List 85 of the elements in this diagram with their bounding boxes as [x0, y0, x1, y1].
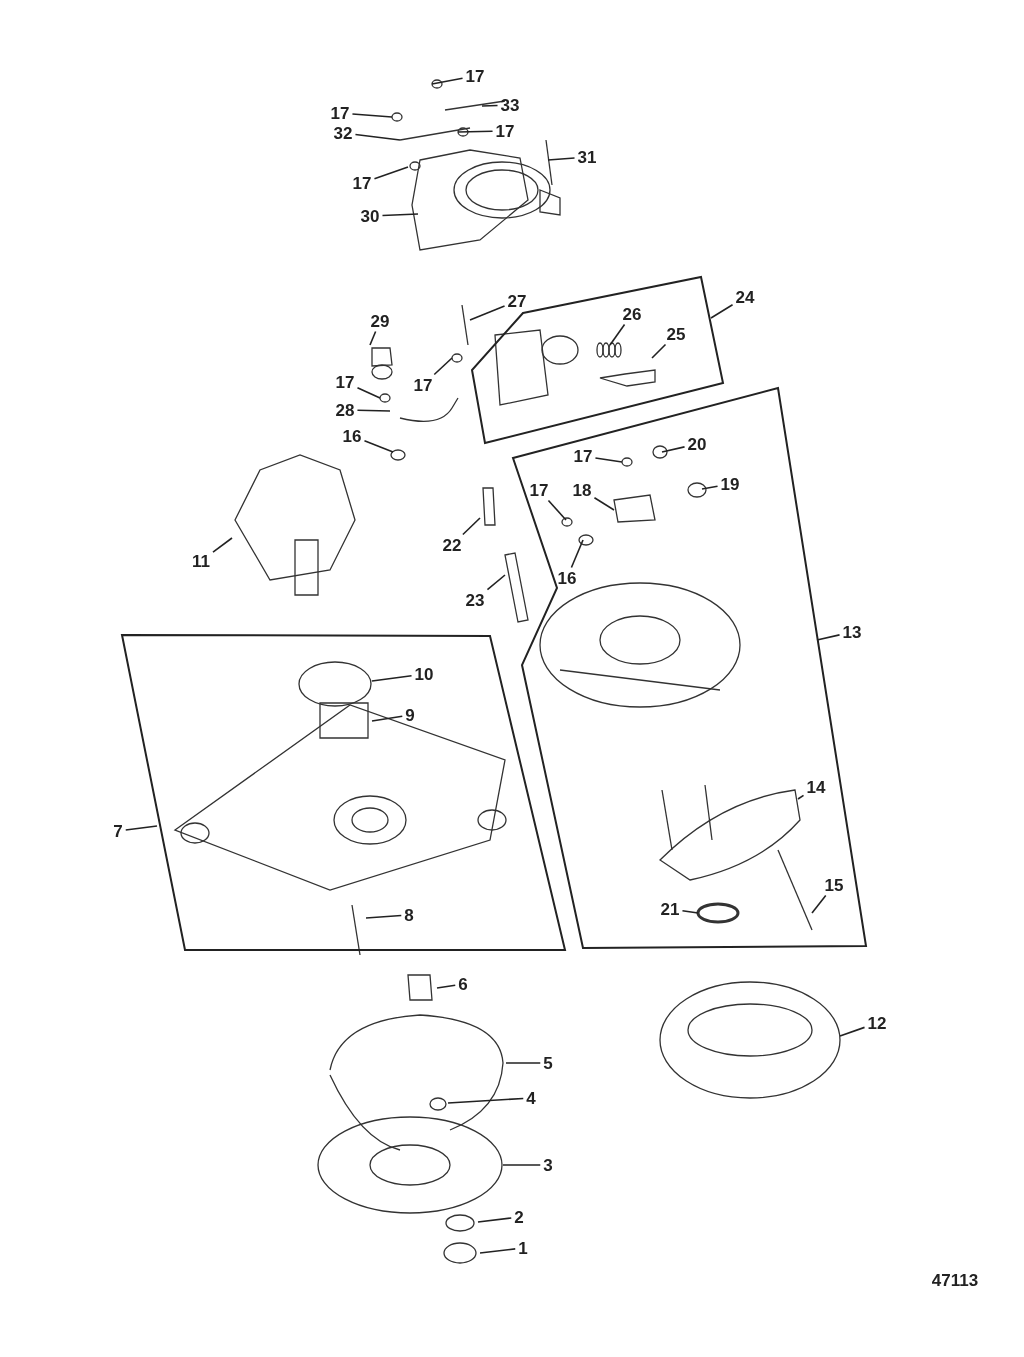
leader-line — [502, 1164, 542, 1166]
callout-number: 7 — [112, 821, 124, 841]
callout-number: 17 — [494, 121, 516, 141]
parts-group-outline — [122, 635, 565, 950]
callout-number: 22 — [441, 535, 463, 555]
callout-number: 29 — [369, 311, 391, 331]
callout-number: 30 — [359, 206, 381, 226]
leader-line — [477, 1217, 513, 1223]
leader-line — [839, 1026, 866, 1037]
callout-number: 27 — [506, 291, 528, 311]
leader-line — [124, 825, 158, 831]
leader-line — [436, 984, 457, 989]
callout-number: 4 — [525, 1088, 537, 1108]
callout-number: 17 — [572, 446, 594, 466]
parts-group-outline — [513, 388, 866, 948]
callout-number: 26 — [621, 304, 643, 324]
callout-number: 11 — [191, 551, 211, 571]
callout-number: 1 — [517, 1238, 529, 1258]
leader-line — [710, 303, 734, 319]
leader-line — [701, 485, 719, 490]
leader-line — [505, 1062, 542, 1064]
callout-number: 14 — [805, 777, 827, 797]
callout-number: 17 — [464, 66, 486, 86]
callout-number: 17 — [334, 372, 356, 392]
leader-line — [356, 409, 391, 412]
leader-line — [609, 323, 626, 346]
callout-number: 23 — [464, 590, 486, 610]
leader-line — [651, 343, 667, 359]
callout-number: 33 — [499, 95, 521, 115]
callout-number: 32 — [332, 123, 354, 143]
callout-number: 18 — [571, 480, 593, 500]
leader-line — [369, 330, 377, 346]
callout-number: 25 — [665, 324, 687, 344]
leader-line — [371, 715, 404, 722]
leader-line — [681, 910, 699, 914]
leader-line — [212, 537, 233, 553]
leader-line — [433, 357, 453, 376]
callout-number: 2 — [513, 1207, 525, 1227]
callout-number: 17 — [351, 173, 373, 193]
callout-number: 16 — [341, 426, 363, 446]
callout-number: 16 — [556, 568, 578, 588]
callout-number: 12 — [866, 1013, 888, 1033]
leader-line — [570, 539, 584, 569]
leader-line — [447, 1097, 525, 1104]
leader-line — [354, 133, 401, 141]
callout-number: 24 — [734, 287, 756, 307]
leader-line — [431, 77, 464, 85]
callout-number: 21 — [659, 899, 681, 919]
leader-line — [479, 1248, 517, 1254]
leader-line — [486, 574, 506, 591]
callout-number: 8 — [403, 905, 415, 925]
leader-line — [593, 497, 615, 511]
leader-line — [469, 305, 506, 321]
callout-number: 9 — [404, 705, 416, 725]
callout-number: 28 — [334, 400, 356, 420]
callout-number: 6 — [457, 974, 469, 994]
leader-line — [816, 634, 841, 641]
leader-line — [371, 674, 413, 682]
callout-number: 17 — [528, 480, 550, 500]
leader-line — [661, 446, 686, 453]
leader-line — [363, 440, 394, 453]
leader-line — [462, 517, 481, 536]
leader-line — [351, 113, 393, 118]
leader-line — [365, 914, 403, 919]
leader-line — [547, 157, 576, 161]
leader-line — [373, 166, 409, 180]
callout-number: 20 — [686, 434, 708, 454]
drawing-number: 47113 — [931, 1271, 979, 1291]
callout-number: 31 — [576, 147, 598, 167]
callout-number: 17 — [412, 375, 434, 395]
leader-line — [481, 104, 499, 107]
leader-line — [594, 457, 623, 463]
callout-number: 19 — [719, 474, 741, 494]
callout-number: 15 — [823, 875, 845, 895]
leader-line — [811, 894, 827, 914]
callout-number: 3 — [542, 1155, 554, 1175]
leader-line — [797, 794, 805, 800]
callout-number: 17 — [329, 103, 351, 123]
leader-line — [356, 386, 381, 399]
callout-number: 5 — [542, 1053, 554, 1073]
callout-number: 13 — [841, 622, 863, 642]
leader-line — [381, 213, 419, 217]
callout-number: 10 — [413, 664, 435, 684]
leader-line — [457, 130, 494, 133]
leader-line — [547, 499, 567, 521]
